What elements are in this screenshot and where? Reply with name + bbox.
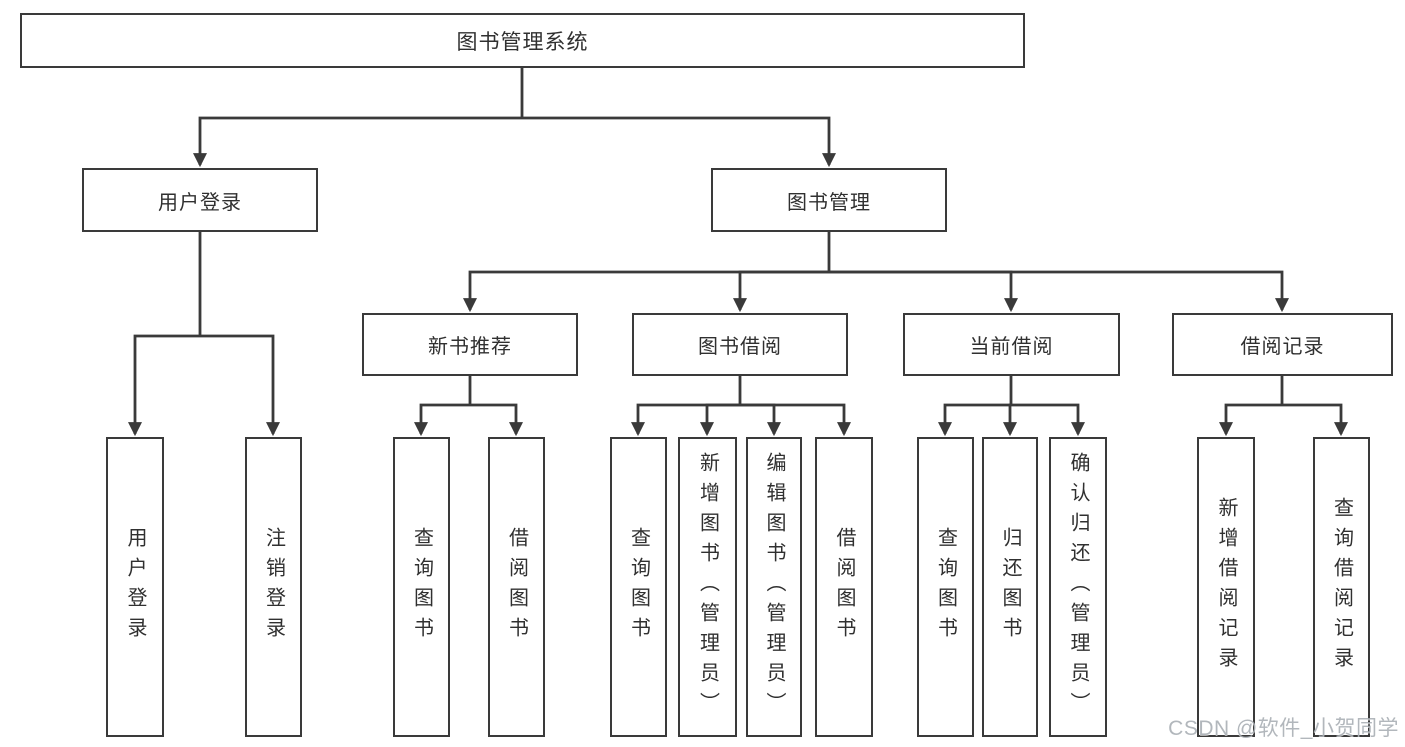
node-book-management: 图书管理 <box>711 168 947 232</box>
node-new-book-recommend-label: 新书推荐 <box>428 336 512 358</box>
node-new-book-recommend: 新书推荐 <box>362 313 578 376</box>
leaf-edit-books-admin-label: 编辑图书（管理员） <box>763 452 785 722</box>
leaf-query-borrow-record-label: 查询借阅记录 <box>1330 497 1353 677</box>
node-book-borrowing-label: 图书借阅 <box>698 336 782 358</box>
leaf-add-borrow-record: 新增借阅记录 <box>1197 437 1255 737</box>
leaf-recommend-borrow-books-label: 借阅图书 <box>505 527 528 647</box>
node-book-borrowing: 图书借阅 <box>632 313 848 376</box>
leaf-recommend-query-books-label: 查询图书 <box>410 527 433 647</box>
leaf-current-query-books: 查询图书 <box>917 437 974 737</box>
leaf-confirm-return-admin: 确认归还（管理员） <box>1049 437 1107 737</box>
node-user-login: 用户登录 <box>82 168 318 232</box>
node-book-management-label: 图书管理 <box>787 191 871 214</box>
leaf-recommend-query-books: 查询图书 <box>393 437 450 737</box>
leaf-edit-books-admin: 编辑图书（管理员） <box>746 437 802 737</box>
leaf-borrowing-query-books: 查询图书 <box>610 437 667 737</box>
leaf-return-books-label: 归还图书 <box>999 527 1021 647</box>
leaf-add-borrow-record-label: 新增借阅记录 <box>1215 497 1237 677</box>
leaf-borrow-books: 借阅图书 <box>815 437 873 737</box>
node-root: 图书管理系统 <box>20 13 1025 68</box>
leaf-user-login-label: 用户登录 <box>124 527 146 647</box>
leaf-current-query-books-label: 查询图书 <box>934 527 957 647</box>
leaf-add-books-admin-label: 新增图书（管理员） <box>696 452 719 722</box>
node-current-borrowing-label: 当前借阅 <box>969 336 1054 358</box>
node-current-borrowing: 当前借阅 <box>903 313 1120 376</box>
node-borrowing-records: 借阅记录 <box>1172 313 1393 376</box>
leaf-query-borrow-record: 查询借阅记录 <box>1313 437 1370 737</box>
leaf-logout-label: 注销登录 <box>262 527 285 647</box>
leaf-borrow-books-label: 借阅图书 <box>833 527 855 647</box>
node-root-label: 图书管理系统 <box>456 30 589 54</box>
leaf-confirm-return-admin-label: 确认归还（管理员） <box>1067 452 1089 722</box>
leaf-add-books-admin: 新增图书（管理员） <box>678 437 737 737</box>
leaf-user-login: 用户登录 <box>106 437 164 737</box>
leaf-return-books: 归还图书 <box>982 437 1038 737</box>
node-borrowing-records-label: 借阅记录 <box>1240 336 1325 358</box>
node-user-login-label: 用户登录 <box>158 191 242 214</box>
leaf-borrowing-query-books-label: 查询图书 <box>627 527 650 647</box>
csdn-watermark: CSDN @软件_小贺同学 <box>1168 717 1399 740</box>
leaf-logout: 注销登录 <box>245 437 302 737</box>
leaf-recommend-borrow-books: 借阅图书 <box>488 437 545 737</box>
